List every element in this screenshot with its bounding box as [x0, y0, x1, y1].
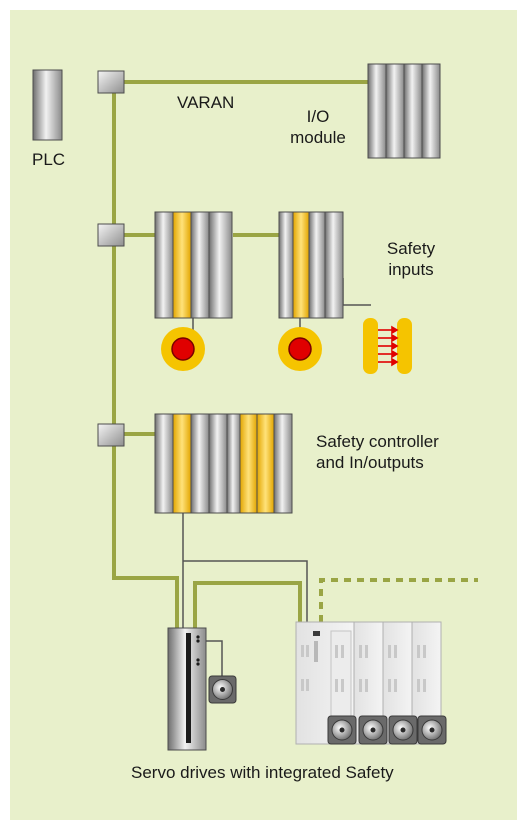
- plc-icon: [32, 69, 63, 141]
- safety-inputs-label-line-2: inputs: [388, 260, 434, 279]
- bus-connectors: [97, 70, 125, 447]
- plc-label: PLC: [32, 150, 66, 169]
- bus-continuation-dashed: [319, 578, 478, 622]
- motor-icon: [208, 675, 237, 704]
- safety-controller-label: Safety controller and In/outputs: [316, 431, 439, 473]
- bus-to-servo-drive: [114, 576, 179, 628]
- light-curtain-icon: [363, 318, 412, 374]
- controller-to-multi-drive-signal: [183, 560, 308, 622]
- bus-connector-plc: [97, 70, 125, 94]
- motor-icon: [327, 715, 357, 745]
- servo-drive-icon: [295, 621, 355, 745]
- safety-input-module-icon: [154, 211, 233, 319]
- motor-icon: [388, 715, 418, 745]
- io-module-label-line-1: I/O: [306, 107, 330, 126]
- varan-label: VARAN: [177, 93, 235, 112]
- signal-lines: [182, 278, 371, 676]
- emergency-stop-icon: [278, 327, 322, 371]
- io-module-icon: [367, 63, 441, 159]
- servo-drives-caption: Servo drives with integrated Safety: [131, 763, 394, 782]
- input-to-light-curtain-signal: [342, 278, 371, 306]
- servo-drive-icon: [167, 627, 207, 751]
- safety-controller-label-line-2: and In/outputs: [316, 453, 424, 472]
- safety-inputs-label: Safety inputs: [381, 238, 441, 280]
- servo-to-motor-signal: [206, 640, 223, 676]
- bus-to-multi-drive: [193, 581, 302, 628]
- safety-input-module-icon: [278, 211, 344, 319]
- safety-inputs-label-line-1: Safety: [386, 239, 436, 258]
- motor-icon: [358, 715, 388, 745]
- bus-connector-controller: [97, 423, 125, 447]
- io-module-label: I/O module: [280, 106, 356, 148]
- bus-connector-inputs: [97, 223, 125, 247]
- safety-controller-label-line-1: Safety controller: [316, 432, 439, 451]
- motor-icon: [417, 715, 447, 745]
- varan-bus: [112, 80, 478, 628]
- io-module-label-line-2: module: [290, 128, 346, 147]
- safety-controller-icon: [154, 413, 293, 514]
- emergency-stop-icon: [161, 327, 205, 371]
